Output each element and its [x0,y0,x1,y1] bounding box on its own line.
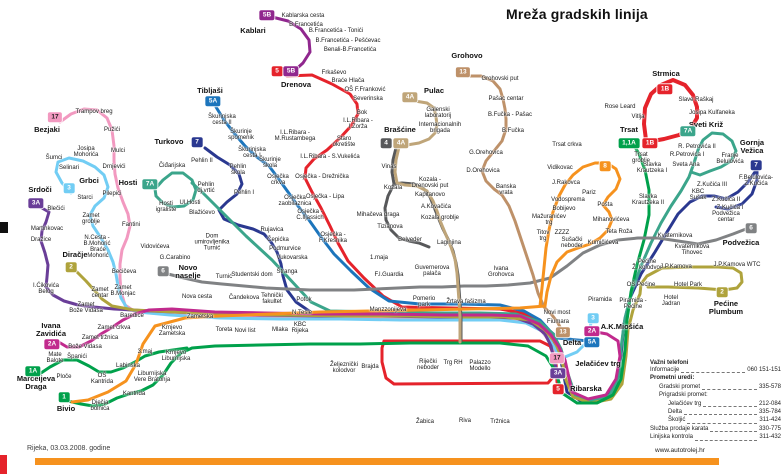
terminal-label: Grohovo [451,51,483,61]
terminal-label: Srdoči [28,185,52,195]
line-badge-1: 1 [58,392,70,402]
line-badge-5: 5 [552,384,564,394]
line-badge-5A: 5A [584,337,600,347]
route-line-1 [66,145,651,408]
line-badge-2: 2 [716,287,728,297]
route-line-5 [285,73,559,384]
terminal-label: A.K.Miošića [600,322,644,332]
line-badge-3A: 3A [550,368,566,378]
info-heading: Važni telefoni [650,360,689,366]
terminal-label: Turkovo [154,137,184,147]
route-line-7A [153,171,198,209]
line-badge-1A: 1A [25,366,41,376]
corner-logo-fragment [0,452,7,474]
route-line-2A [55,307,622,401]
line-badge-5: 5 [271,66,283,76]
line-badge-6: 6 [157,266,169,276]
line-badge-4A: 4A [393,138,409,148]
terminal-label: Novo naselje [175,263,201,280]
bottom-orange-bar [35,458,719,465]
route-line-13 [466,74,563,331]
route-line-5B [270,15,312,74]
route-line-4 [383,182,431,249]
route-line-4A [393,99,462,344]
route-line-8 [70,304,547,404]
line-badge-6: 6 [745,223,757,233]
line-badge-4A: 4A [402,92,418,102]
terminal-label: Grbci [79,176,99,186]
terminal-label: Tibljaši [197,86,223,96]
line-badge-2: 2 [65,262,77,272]
line-badge-7: 7 [191,137,203,147]
line-badge-13: 13 [555,327,571,337]
line-badge-5B: 5B [283,66,299,76]
route-line-6 [166,227,748,292]
terminal-label: Brašćine [384,125,416,135]
line-badge-4: 4 [380,138,392,148]
line-badge-3A: 3A [28,198,44,208]
terminal-label: Gornja Vežica [739,138,765,155]
terminal-label: Strmica [652,69,680,79]
terminal-label: Kablari [240,26,266,36]
line-badge-3: 3 [587,313,599,323]
terminal-label: Podvežica [722,238,760,248]
line-badge-17: 17 [47,112,63,122]
terminal-label: Sveti Križ [688,120,724,130]
line-badge-2A: 2A [44,339,60,349]
route-line-1A [36,346,189,377]
terminal-label: Diračje [62,250,88,260]
route-line-5 [380,339,556,386]
terminal-label: Bivio [56,404,76,414]
terminal-label: Pećine Plumbum [708,299,744,316]
line-badge-2A: 2A [584,326,600,336]
line-badge-7A: 7A [680,126,696,136]
date-note: Rijeka, 03.03.2008. godine [27,445,111,452]
terminal-label: Drenova [280,80,312,90]
line-badge-1B: 1B [657,84,673,94]
line-badge-1,1A: 1,1A [618,138,640,148]
line-badge-5A: 5A [205,96,221,106]
terminal-label: Delta [562,338,582,348]
line-badge-7A: 7A [142,179,158,189]
info-row: Prigradski promet: [659,392,708,399]
route-line-3A [38,205,558,370]
line-badge-1B: 1B [642,138,658,148]
terminal-label: Marčeljeva Draga [16,374,56,391]
terminal-label: Pulac [423,86,445,96]
line-badge-17: 17 [549,353,565,363]
left-edge-mark [0,222,8,233]
terminal-label: Bezjaki [34,125,60,135]
line-badge-3: 3 [63,183,75,193]
line-badge-5B: 5B [259,10,275,20]
terminal-label: Ribarska [570,384,602,394]
info-row: Prometni uredi: [650,375,695,382]
terminal-label: Ivana Zavidića [35,321,67,338]
terminal-label: Jelačićev trg [575,359,621,369]
website-url: www.autotrolej.hr [655,447,705,454]
route-line-8 [538,161,622,308]
line-badge-8: 8 [599,161,611,171]
terminal-label: Trsat [620,125,638,135]
route-line-3 [54,156,593,359]
line-badge-13: 13 [455,67,471,77]
terminal-label: Hosti [118,178,138,188]
map-title: Mreža gradskih linija [506,6,648,22]
line-badge-7: 7 [750,160,762,170]
